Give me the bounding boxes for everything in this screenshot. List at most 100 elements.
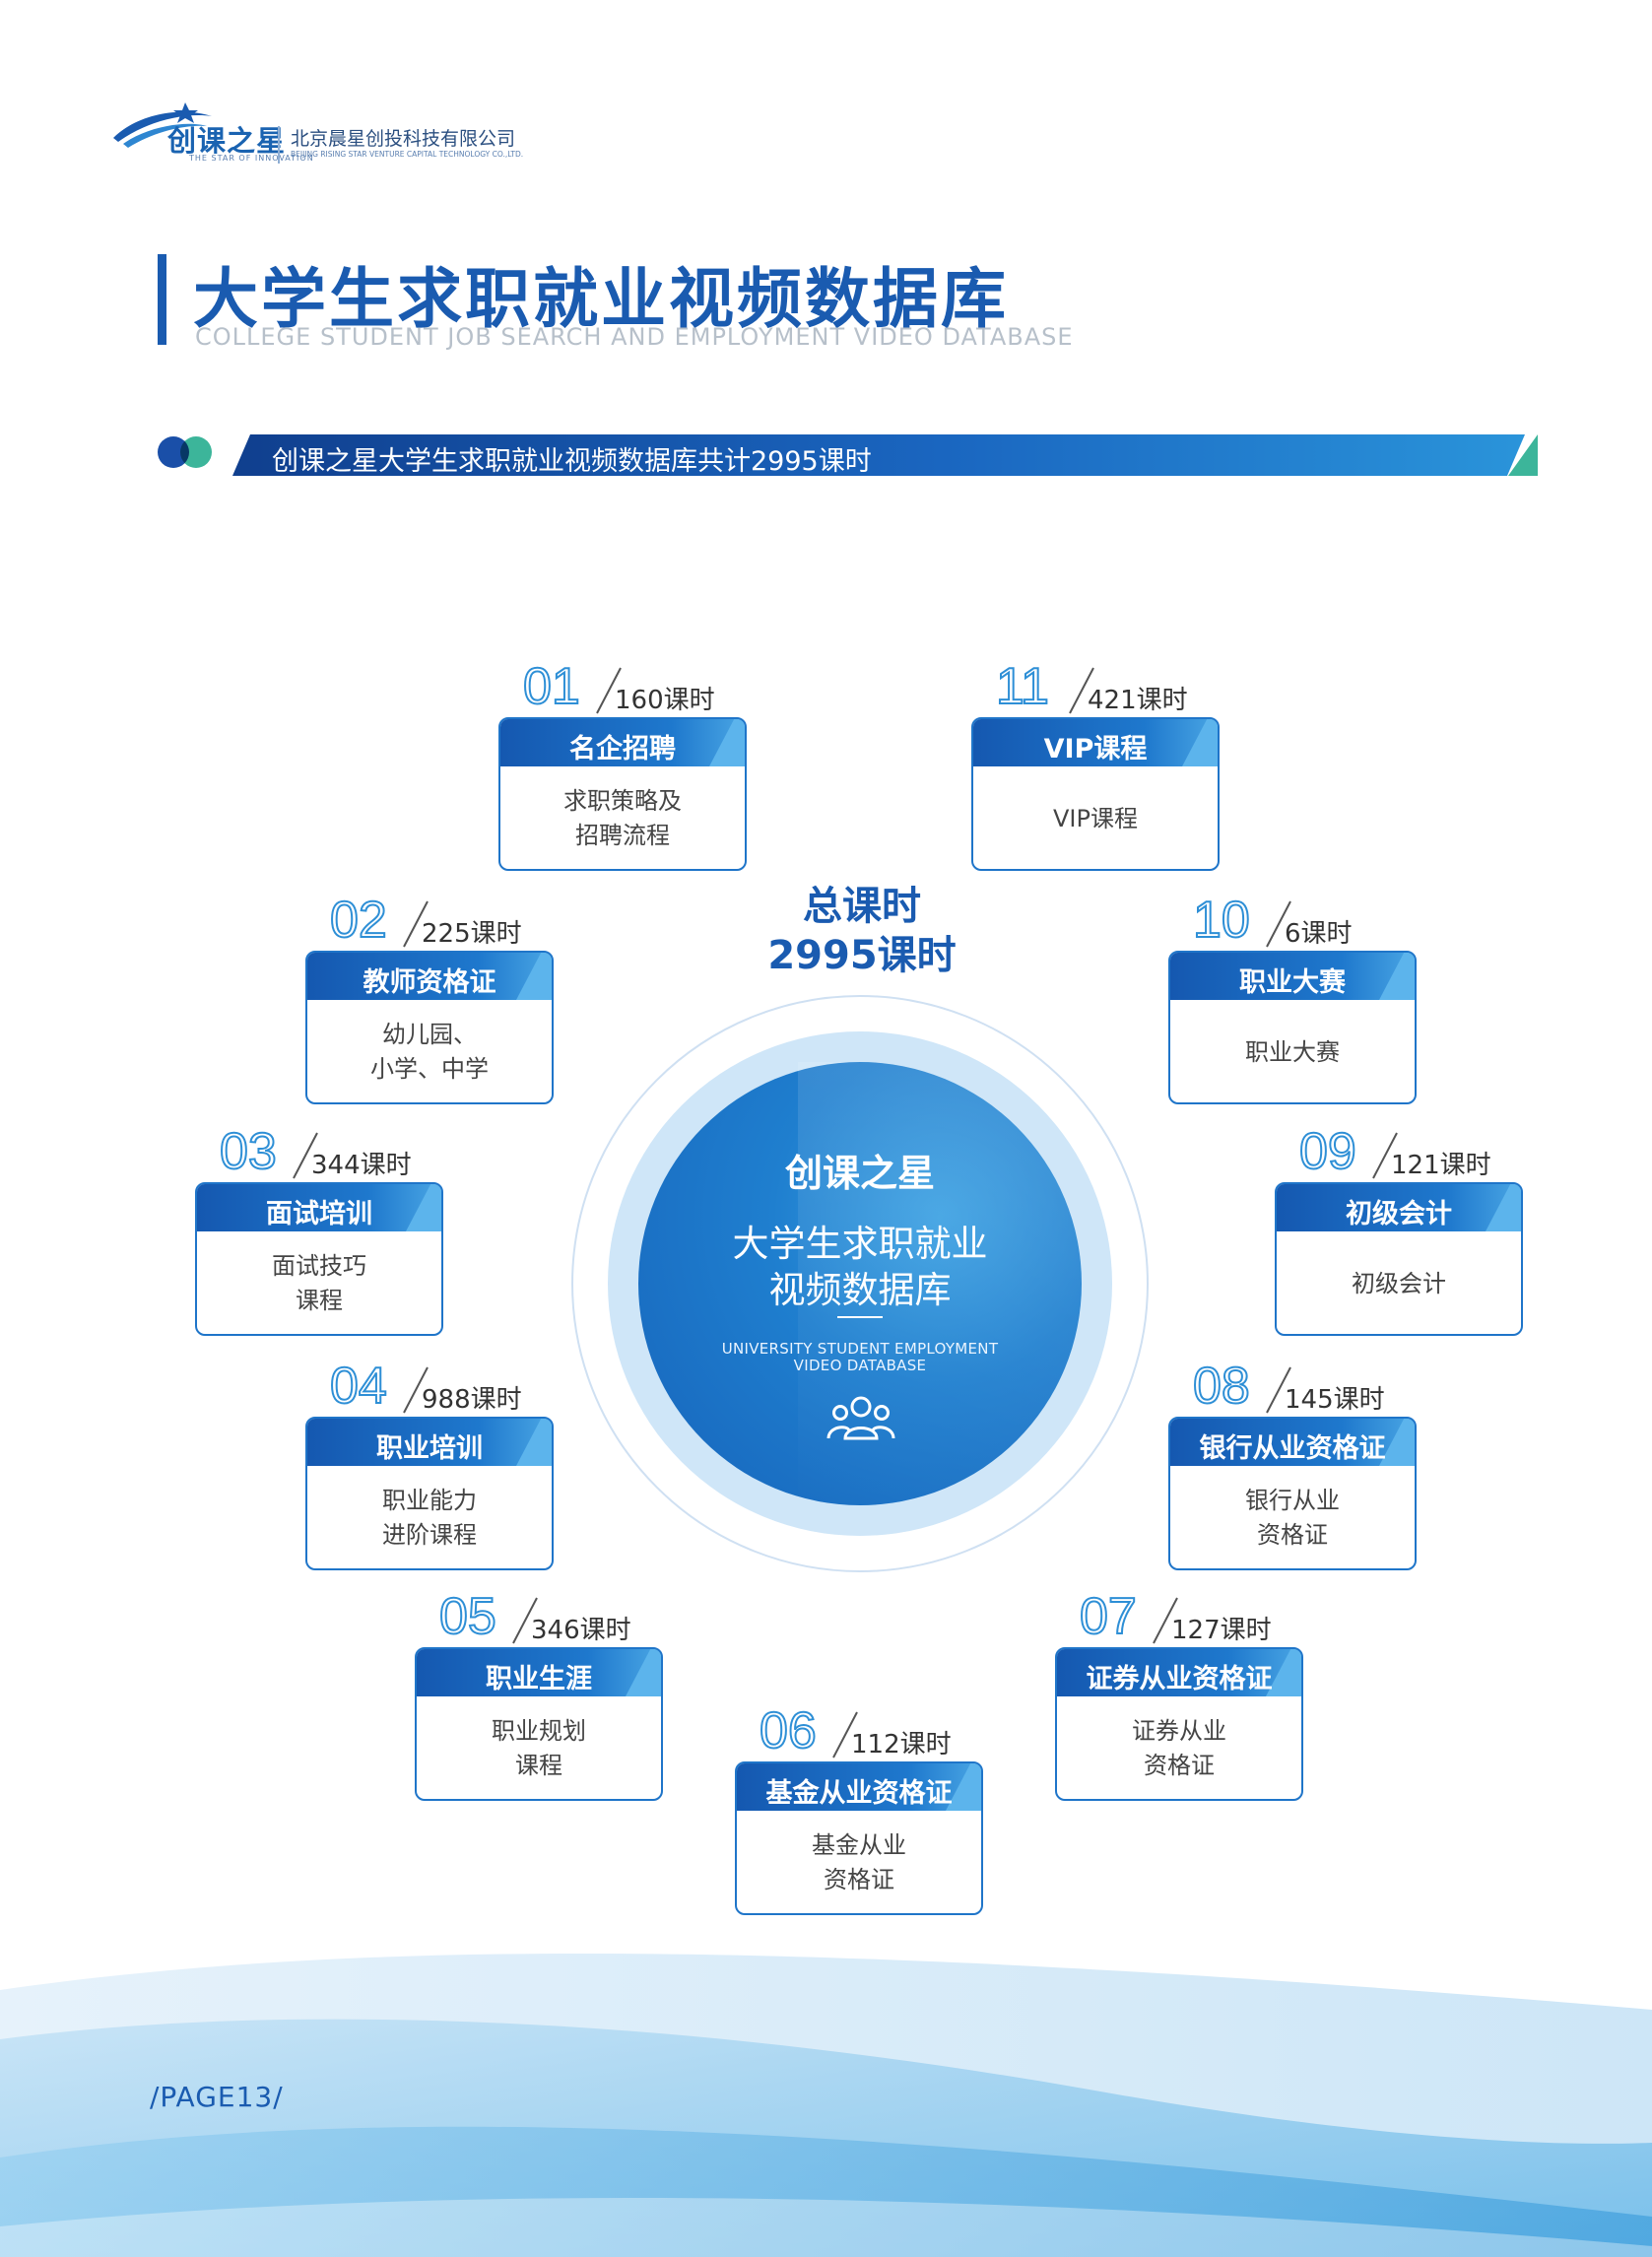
card-label: 面试培训 xyxy=(266,1199,372,1229)
card-hours: 344课时 xyxy=(311,1151,412,1180)
brand-name: 创课之星 xyxy=(167,124,287,158)
banner-dot-green xyxy=(180,436,212,468)
card-hours: 112课时 xyxy=(851,1730,952,1759)
center-brand: 创课之星 xyxy=(784,1152,935,1195)
card-hours: 127课时 xyxy=(1171,1616,1272,1645)
card-label: 教师资格证 xyxy=(363,967,496,998)
card-number: 07 xyxy=(1079,1587,1138,1646)
card-hours: 6课时 xyxy=(1285,919,1353,949)
card-label: 银行从业资格证 xyxy=(1199,1433,1386,1464)
card-box: 名企招聘求职策略及 招聘流程 xyxy=(498,717,747,871)
slash-icon xyxy=(1372,1132,1398,1179)
logo-divider xyxy=(278,126,280,164)
card-number: 03 xyxy=(219,1122,278,1181)
card-description: VIP课程 xyxy=(1053,804,1138,832)
card-description: 职业规划 课程 xyxy=(492,1717,586,1779)
page-title: 大学生求职就业视频数据库 xyxy=(193,261,1009,337)
slash-icon xyxy=(1266,1366,1291,1414)
slash-icon xyxy=(1069,667,1094,714)
card-hours: 121课时 xyxy=(1391,1151,1491,1180)
center-english-line1: UNIVERSITY STUDENT EMPLOYMENT xyxy=(721,1340,999,1358)
card-box: 职业培训职业能力 进阶课程 xyxy=(305,1417,554,1570)
group-users-icon xyxy=(826,1396,895,1440)
company-name: 北京晨星创投科技有限公司 xyxy=(291,128,516,150)
slash-icon xyxy=(512,1597,538,1644)
slash-icon xyxy=(1153,1597,1178,1644)
card-description: 面试技巧 课程 xyxy=(272,1252,366,1314)
summary-banner xyxy=(232,434,1525,476)
card-hours: 145课时 xyxy=(1285,1385,1385,1415)
card-box: 基金从业资格证基金从业 资格证 xyxy=(735,1761,983,1915)
company-logo: 创课之星 THE STAR OF INNOVATION 北京晨星创投科技有限公司… xyxy=(108,99,601,167)
card-number: 11 xyxy=(995,657,1050,716)
card-description: 基金从业 资格证 xyxy=(812,1831,906,1893)
card-label: 职业大赛 xyxy=(1239,967,1346,998)
card-description: 证券从业 资格证 xyxy=(1132,1717,1226,1779)
card-number: 05 xyxy=(438,1587,497,1646)
star-swoosh-icon xyxy=(113,102,212,148)
card-label: 职业培训 xyxy=(376,1433,483,1464)
card-box: 教师资格证幼儿园、 小学、中学 xyxy=(305,951,554,1104)
slash-icon xyxy=(403,1366,429,1414)
card-hours: 160课时 xyxy=(615,686,715,715)
center-divider xyxy=(837,1316,883,1318)
card-number: 01 xyxy=(522,657,581,716)
card-header xyxy=(417,1649,661,1696)
center-title-line2: 视频数据库 xyxy=(768,1269,952,1311)
card-box: 面试培训面试技巧 课程 xyxy=(195,1182,443,1336)
card-description: 幼儿园、 小学、中学 xyxy=(370,1021,489,1083)
center-title-line1: 大学生求职就业 xyxy=(732,1223,988,1265)
card-number: 04 xyxy=(329,1357,388,1416)
card-number: 08 xyxy=(1192,1357,1251,1416)
card-description: 银行从业 资格证 xyxy=(1245,1487,1340,1549)
outer-ring xyxy=(571,995,1149,1572)
card-number: 09 xyxy=(1298,1122,1357,1181)
card-header xyxy=(1170,1419,1415,1466)
slash-icon xyxy=(403,900,429,948)
footer-wave xyxy=(0,1953,1652,2257)
card-header xyxy=(1170,953,1415,1000)
slash-icon xyxy=(1266,900,1291,948)
card-box: 初级会计初级会计 xyxy=(1275,1182,1523,1336)
total-hours-value: 2995课时 xyxy=(767,933,957,978)
card-hours: 988课时 xyxy=(422,1385,522,1415)
card-number: 10 xyxy=(1192,891,1251,950)
card-label: VIP课程 xyxy=(1043,734,1148,764)
card-header xyxy=(1277,1184,1521,1231)
card-label: 名企招聘 xyxy=(569,734,676,764)
summary-banner-text: 创课之星大学生求职就业视频数据库共计2995课时 xyxy=(272,446,872,477)
card-label: 职业生涯 xyxy=(486,1664,592,1694)
card-header xyxy=(307,953,552,1000)
card-description: 求职策略及 招聘流程 xyxy=(563,787,682,849)
center-circle xyxy=(638,1062,1082,1505)
card-header xyxy=(1057,1649,1301,1696)
card-label: 基金从业资格证 xyxy=(765,1778,953,1809)
card-description: 职业能力 进阶课程 xyxy=(382,1487,477,1549)
card-box: 职业生涯职业规划 课程 xyxy=(415,1647,663,1801)
brand-subtitle: THE STAR OF INNOVATION xyxy=(189,154,314,163)
card-description: 职业大赛 xyxy=(1245,1037,1340,1066)
slash-icon xyxy=(596,667,622,714)
card-box: 证券从业资格证证券从业 资格证 xyxy=(1055,1647,1303,1801)
slash-icon xyxy=(293,1132,318,1179)
page-number: /PAGE13/ xyxy=(150,2081,284,2113)
card-label: 初级会计 xyxy=(1346,1199,1452,1229)
card-box: VIP课程 VIP课程 xyxy=(971,717,1220,871)
card-description: 初级会计 xyxy=(1352,1269,1446,1297)
card-number: 02 xyxy=(329,891,388,950)
card-hours: 421课时 xyxy=(1088,686,1188,715)
center-english-line2: VIDEO DATABASE xyxy=(793,1357,927,1374)
title-accent-bar xyxy=(158,254,166,345)
card-box: 职业大赛职业大赛 xyxy=(1168,951,1417,1104)
card-header xyxy=(973,719,1218,766)
card-number: 06 xyxy=(759,1701,818,1760)
card-box: 银行从业资格证银行从业 资格证 xyxy=(1168,1417,1417,1570)
page-title-english: COLLEGE STUDENT JOB SEARCH AND EMPLOYMEN… xyxy=(195,323,1074,351)
total-hours-label: 总课时 xyxy=(803,884,921,929)
card-header xyxy=(500,719,745,766)
card-header xyxy=(307,1419,552,1466)
card-hours: 225课时 xyxy=(422,919,522,949)
card-header xyxy=(197,1184,441,1231)
card-hours: 346课时 xyxy=(531,1616,631,1645)
card-header xyxy=(737,1763,981,1811)
